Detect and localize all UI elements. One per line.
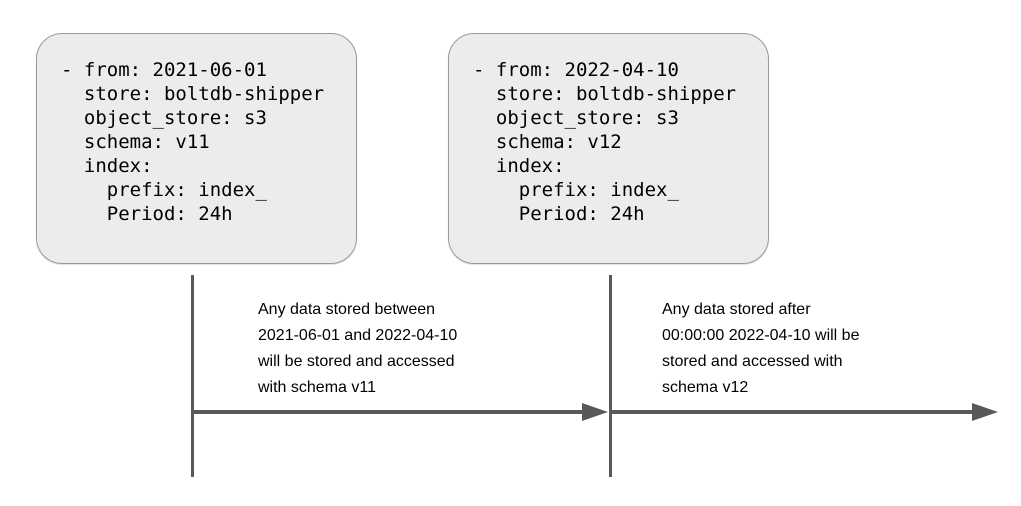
timeline-tick-2021-06-01 [191,275,194,477]
annotation-schema-v11-period: Any data stored between 2021-06-01 and 2… [258,301,458,396]
annotation-schema-v12-period: Any data stored after 00:00:00 2022-04-1… [662,301,860,396]
config-box-schema-v12: - from: 2022-04-10 store: boltdb-shipper… [448,33,769,264]
timeline-arrow-v11-shaft [191,410,583,414]
yaml-config-v11-text: - from: 2021-06-01 store: boltdb-shipper… [61,59,325,225]
timeline-arrow-v11-head-icon [582,403,608,421]
timeline-arrow-v12-head-icon [972,403,998,421]
timeline-arrow-v12-shaft [611,410,972,414]
yaml-config-v12-text: - from: 2022-04-10 store: boltdb-shipper… [473,59,737,225]
config-box-schema-v11: - from: 2021-06-01 store: boltdb-shipper… [36,33,357,264]
timeline-tick-2022-04-10 [609,275,612,477]
